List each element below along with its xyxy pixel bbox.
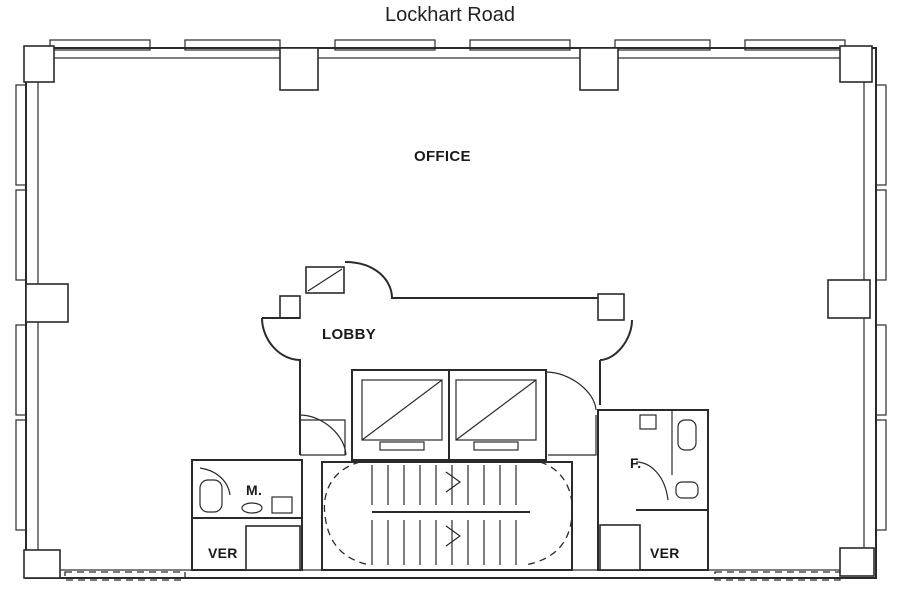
office-label: OFFICE [414, 148, 471, 165]
ver-left-label: VER [208, 545, 238, 561]
lobby-label: LOBBY [322, 326, 376, 343]
top-windows [49, 39, 846, 51]
bottom-windows [64, 571, 841, 581]
male-toilet-label: M. [246, 482, 263, 498]
female-toilet-label: F. [630, 455, 642, 471]
lobby-wall [261, 261, 633, 455]
inner-wall [37, 57, 865, 571]
female-toilet-block [597, 409, 709, 571]
street-name: Lockhart Road [384, 4, 516, 26]
side-windows [15, 84, 887, 531]
columns [23, 45, 875, 579]
ver-right-label: VER [650, 545, 680, 561]
stair-treads [371, 465, 530, 565]
outer-wall [25, 47, 877, 579]
stair-core [300, 415, 597, 571]
lift-shafts [351, 369, 547, 461]
male-toilet-block [191, 459, 303, 571]
